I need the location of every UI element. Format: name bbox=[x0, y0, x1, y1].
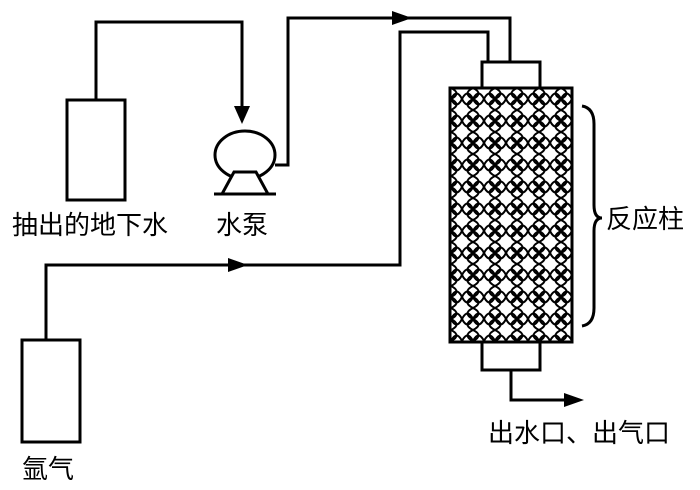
pump-icon bbox=[213, 129, 277, 196]
outlet-label: 出水口、出气口 bbox=[488, 419, 670, 449]
groundwater-label: 抽出的地下水 bbox=[12, 211, 168, 241]
column-label: 反应柱 bbox=[606, 205, 684, 235]
gas-label: 氩气 bbox=[22, 455, 74, 485]
reaction-column-body bbox=[448, 86, 574, 344]
pump-outlet-arrow bbox=[392, 11, 412, 25]
outlet-pipe bbox=[509, 370, 570, 402]
groundwater-to-pump-pipe bbox=[94, 20, 244, 120]
gas-to-column-pipe bbox=[44, 30, 490, 340]
column-brace bbox=[581, 104, 603, 328]
pump-label: 水泵 bbox=[216, 211, 268, 241]
column-bottom-cap bbox=[480, 340, 542, 372]
pump-to-column-pipe bbox=[275, 16, 512, 167]
gas-flow-arrow bbox=[228, 258, 248, 272]
argon-cylinder bbox=[20, 338, 82, 444]
column-top-cap bbox=[480, 60, 542, 90]
outlet-arrow bbox=[564, 393, 584, 407]
pump-inlet-arrow bbox=[234, 106, 250, 124]
groundwater-container bbox=[65, 98, 127, 202]
